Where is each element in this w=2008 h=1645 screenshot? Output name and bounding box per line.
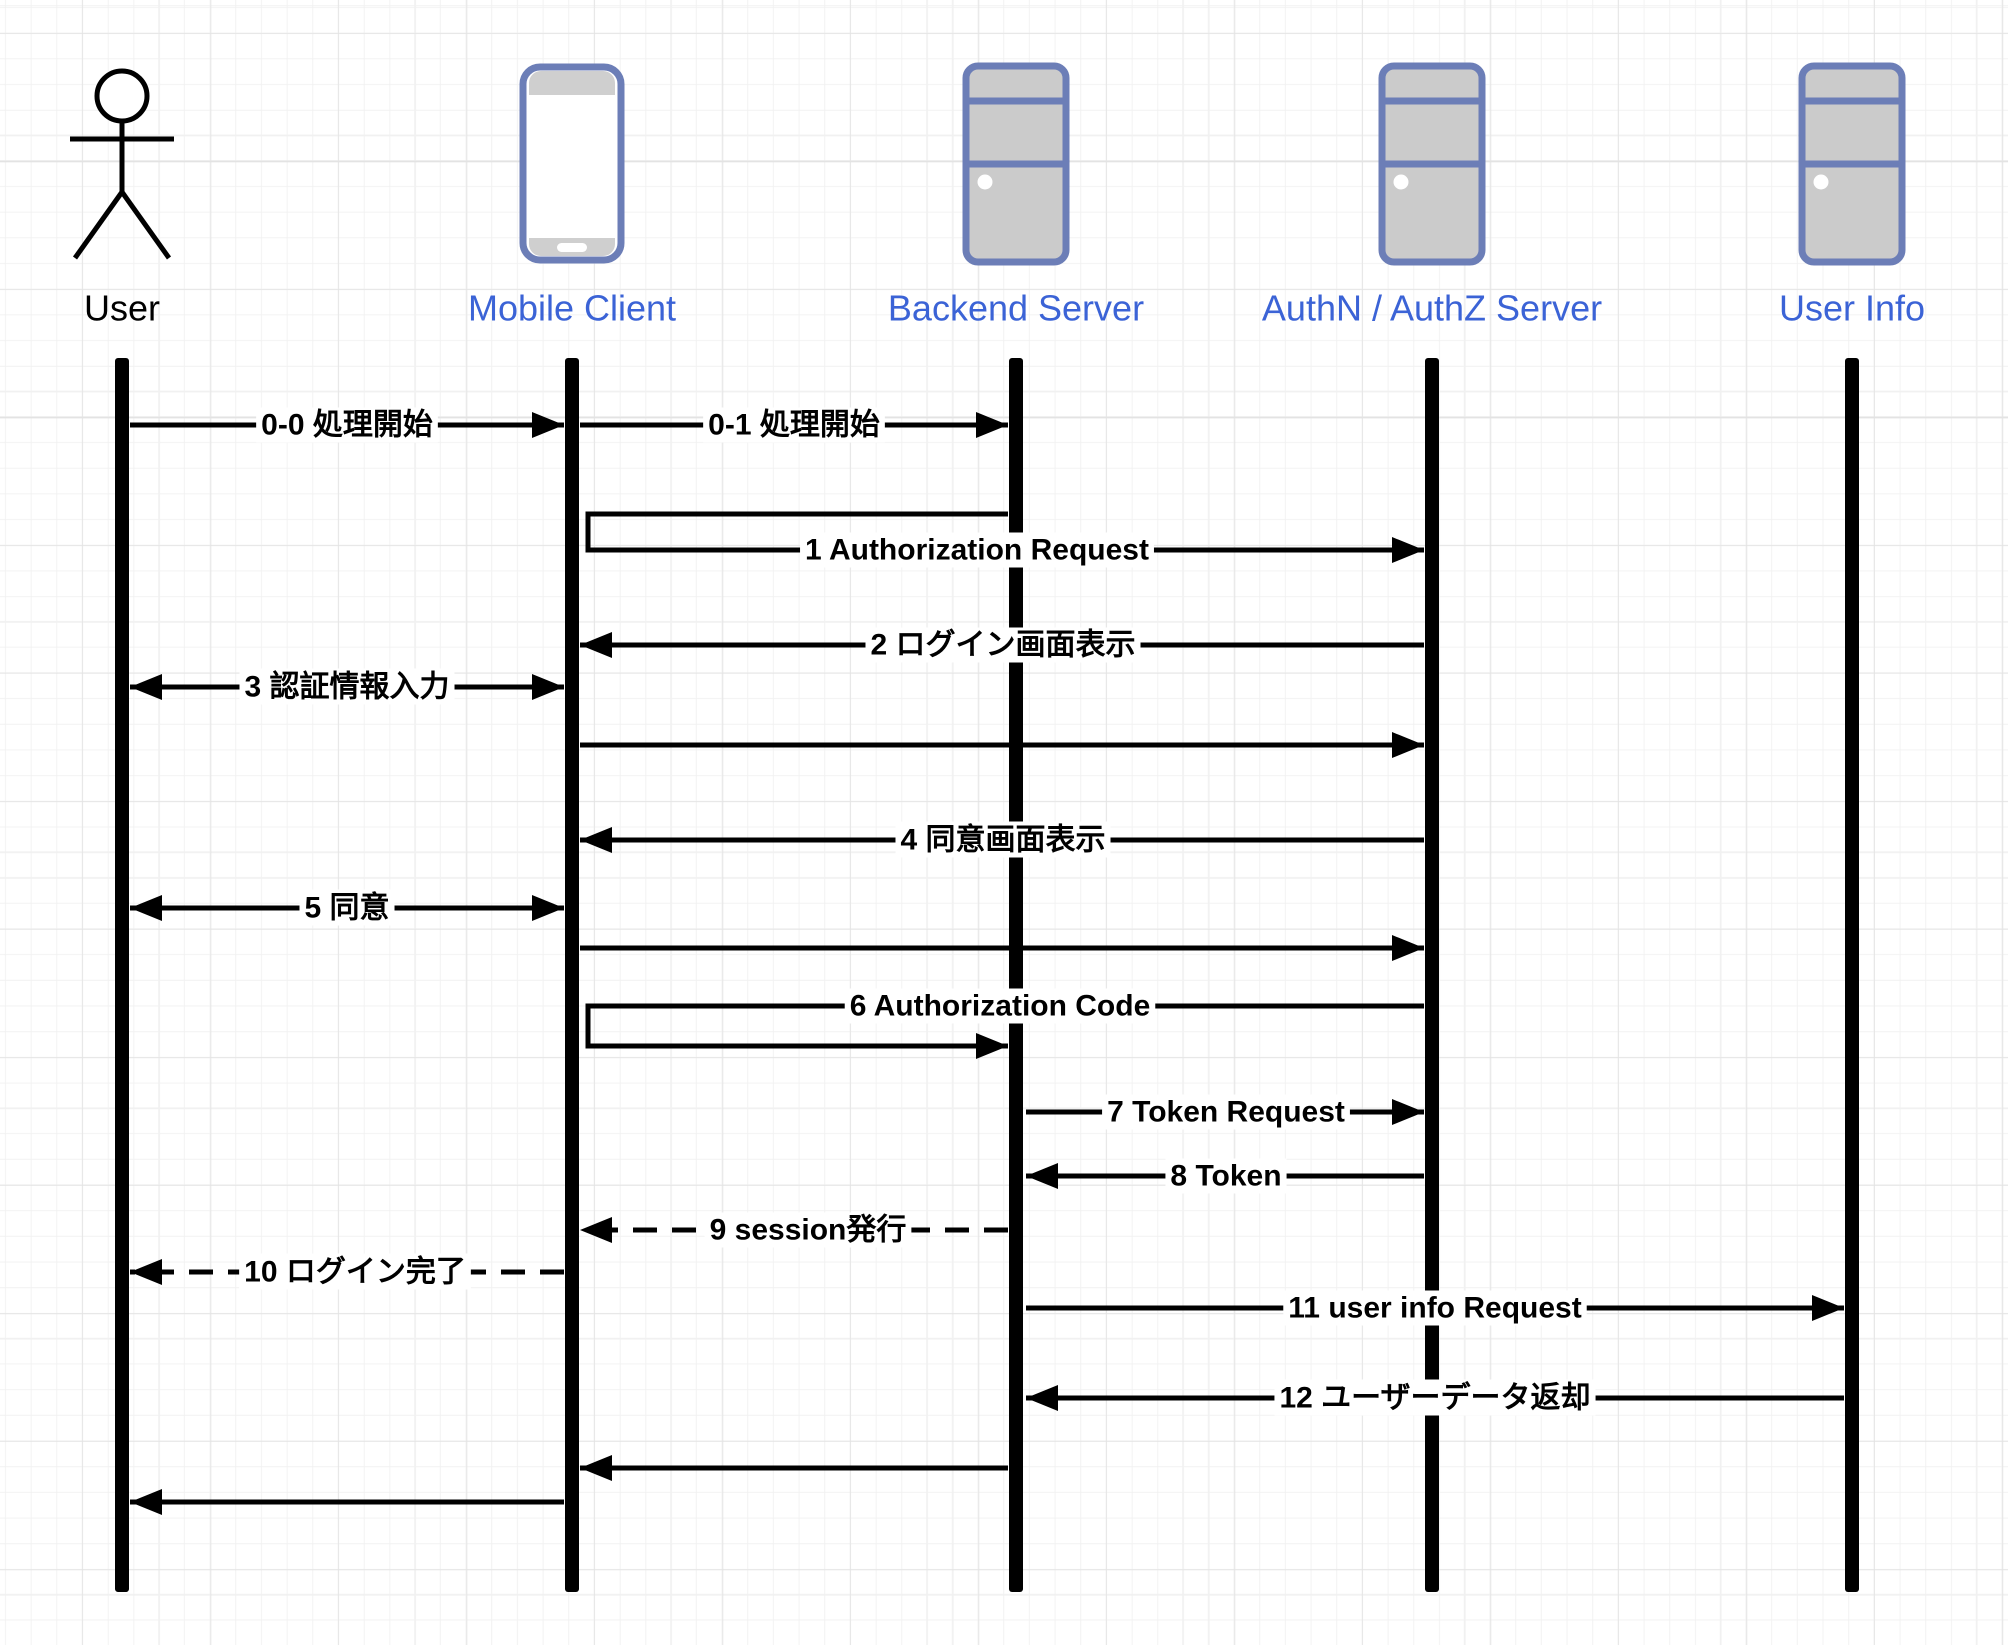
message-11-arrowhead <box>1812 1295 1844 1321</box>
message-7-arrowhead <box>1392 1099 1424 1125</box>
message-6-label: 6 Authorization Code <box>850 990 1151 1023</box>
message-3-arrowhead <box>532 674 564 700</box>
message-9-label-bg <box>704 1212 912 1248</box>
message-11-label: 11 user info Request <box>1288 1292 1581 1325</box>
message-8-label: 8 Token <box>1170 1160 1281 1193</box>
message-2-label: 2 ログイン画面表示 <box>870 629 1135 662</box>
message-4-label: 4 同意画面表示 <box>900 823 1105 857</box>
person-icon-user <box>70 68 174 260</box>
lifeline-userinfo <box>1845 358 1859 1592</box>
message-5-arrowhead <box>532 895 564 921</box>
message-0-1-label: 0-1 処理開始 <box>708 409 880 442</box>
actor-label-user: User <box>84 288 160 329</box>
message-8-label-bg <box>1165 1158 1287 1194</box>
message-8-arrowhead <box>1026 1163 1058 1189</box>
message-0-0-label-bg <box>256 407 438 443</box>
message-0-1-label-bg <box>703 407 885 443</box>
message-7-label: 7 Token Request <box>1107 1096 1345 1129</box>
message-6-arrowhead <box>976 1033 1008 1059</box>
actor-label-userinfo: User Info <box>1779 288 1925 329</box>
message-9-arrowhead <box>580 1217 612 1243</box>
lifeline-authn <box>1425 358 1439 1592</box>
actor-label-backend: Backend Server <box>888 288 1144 329</box>
message-6-label-bg <box>844 988 1156 1024</box>
message-10-arrowhead <box>130 1259 162 1285</box>
actor-label-mobile: Mobile Client <box>468 288 676 329</box>
message-5-label-bg <box>299 889 395 926</box>
message-4-label-bg <box>895 821 1111 858</box>
message-5-arrowhead <box>130 895 162 921</box>
smartphone-icon-mobile <box>519 63 625 264</box>
message-10-label: 10 ログイン完了 <box>244 1255 466 1289</box>
message-2-label-bg <box>865 627 1141 663</box>
message-12-label-bg <box>1274 1379 1596 1416</box>
server-icon-backend <box>962 62 1070 266</box>
message-10-label-bg <box>239 1253 471 1290</box>
message-1-label: 1 Authorization Request <box>805 534 1149 567</box>
lifeline-backend <box>1009 358 1023 1592</box>
message-12-label: 12 ユーザーデータ返却 <box>1279 1381 1590 1415</box>
message-4-arrowhead <box>580 827 612 853</box>
lifeline-mobile <box>565 358 579 1592</box>
message-1-label-bg <box>800 532 1154 568</box>
server-icon-userinfo <box>1798 62 1906 266</box>
message-unlabeled-16-arrowhead <box>580 1455 612 1481</box>
actor-label-authn: AuthN / AuthZ Server <box>1262 288 1602 329</box>
message-2-arrowhead <box>580 632 612 658</box>
message-3-label: 3 認証情報入力 <box>244 670 449 704</box>
message-7-label-bg <box>1102 1094 1350 1130</box>
lifeline-user <box>115 358 129 1592</box>
message-0-0-arrowhead <box>532 412 564 438</box>
message-9-label: 9 session発行 <box>710 1214 907 1247</box>
message-3-arrowhead <box>130 674 162 700</box>
message-12-arrowhead <box>1026 1385 1058 1411</box>
message-unlabeled-5-arrowhead <box>1392 732 1424 758</box>
server-icon-authn <box>1378 62 1486 266</box>
message-11-label-bg <box>1283 1290 1587 1326</box>
message-unlabeled-8-arrowhead <box>1392 935 1424 961</box>
message-1-arrowhead <box>1392 537 1424 563</box>
message-0-1-arrowhead <box>976 412 1008 438</box>
message-0-0-label: 0-0 処理開始 <box>261 409 433 442</box>
message-5-label: 5 同意 <box>304 891 389 925</box>
message-3-label-bg <box>239 668 455 705</box>
message-unlabeled-17-arrowhead <box>130 1489 162 1515</box>
